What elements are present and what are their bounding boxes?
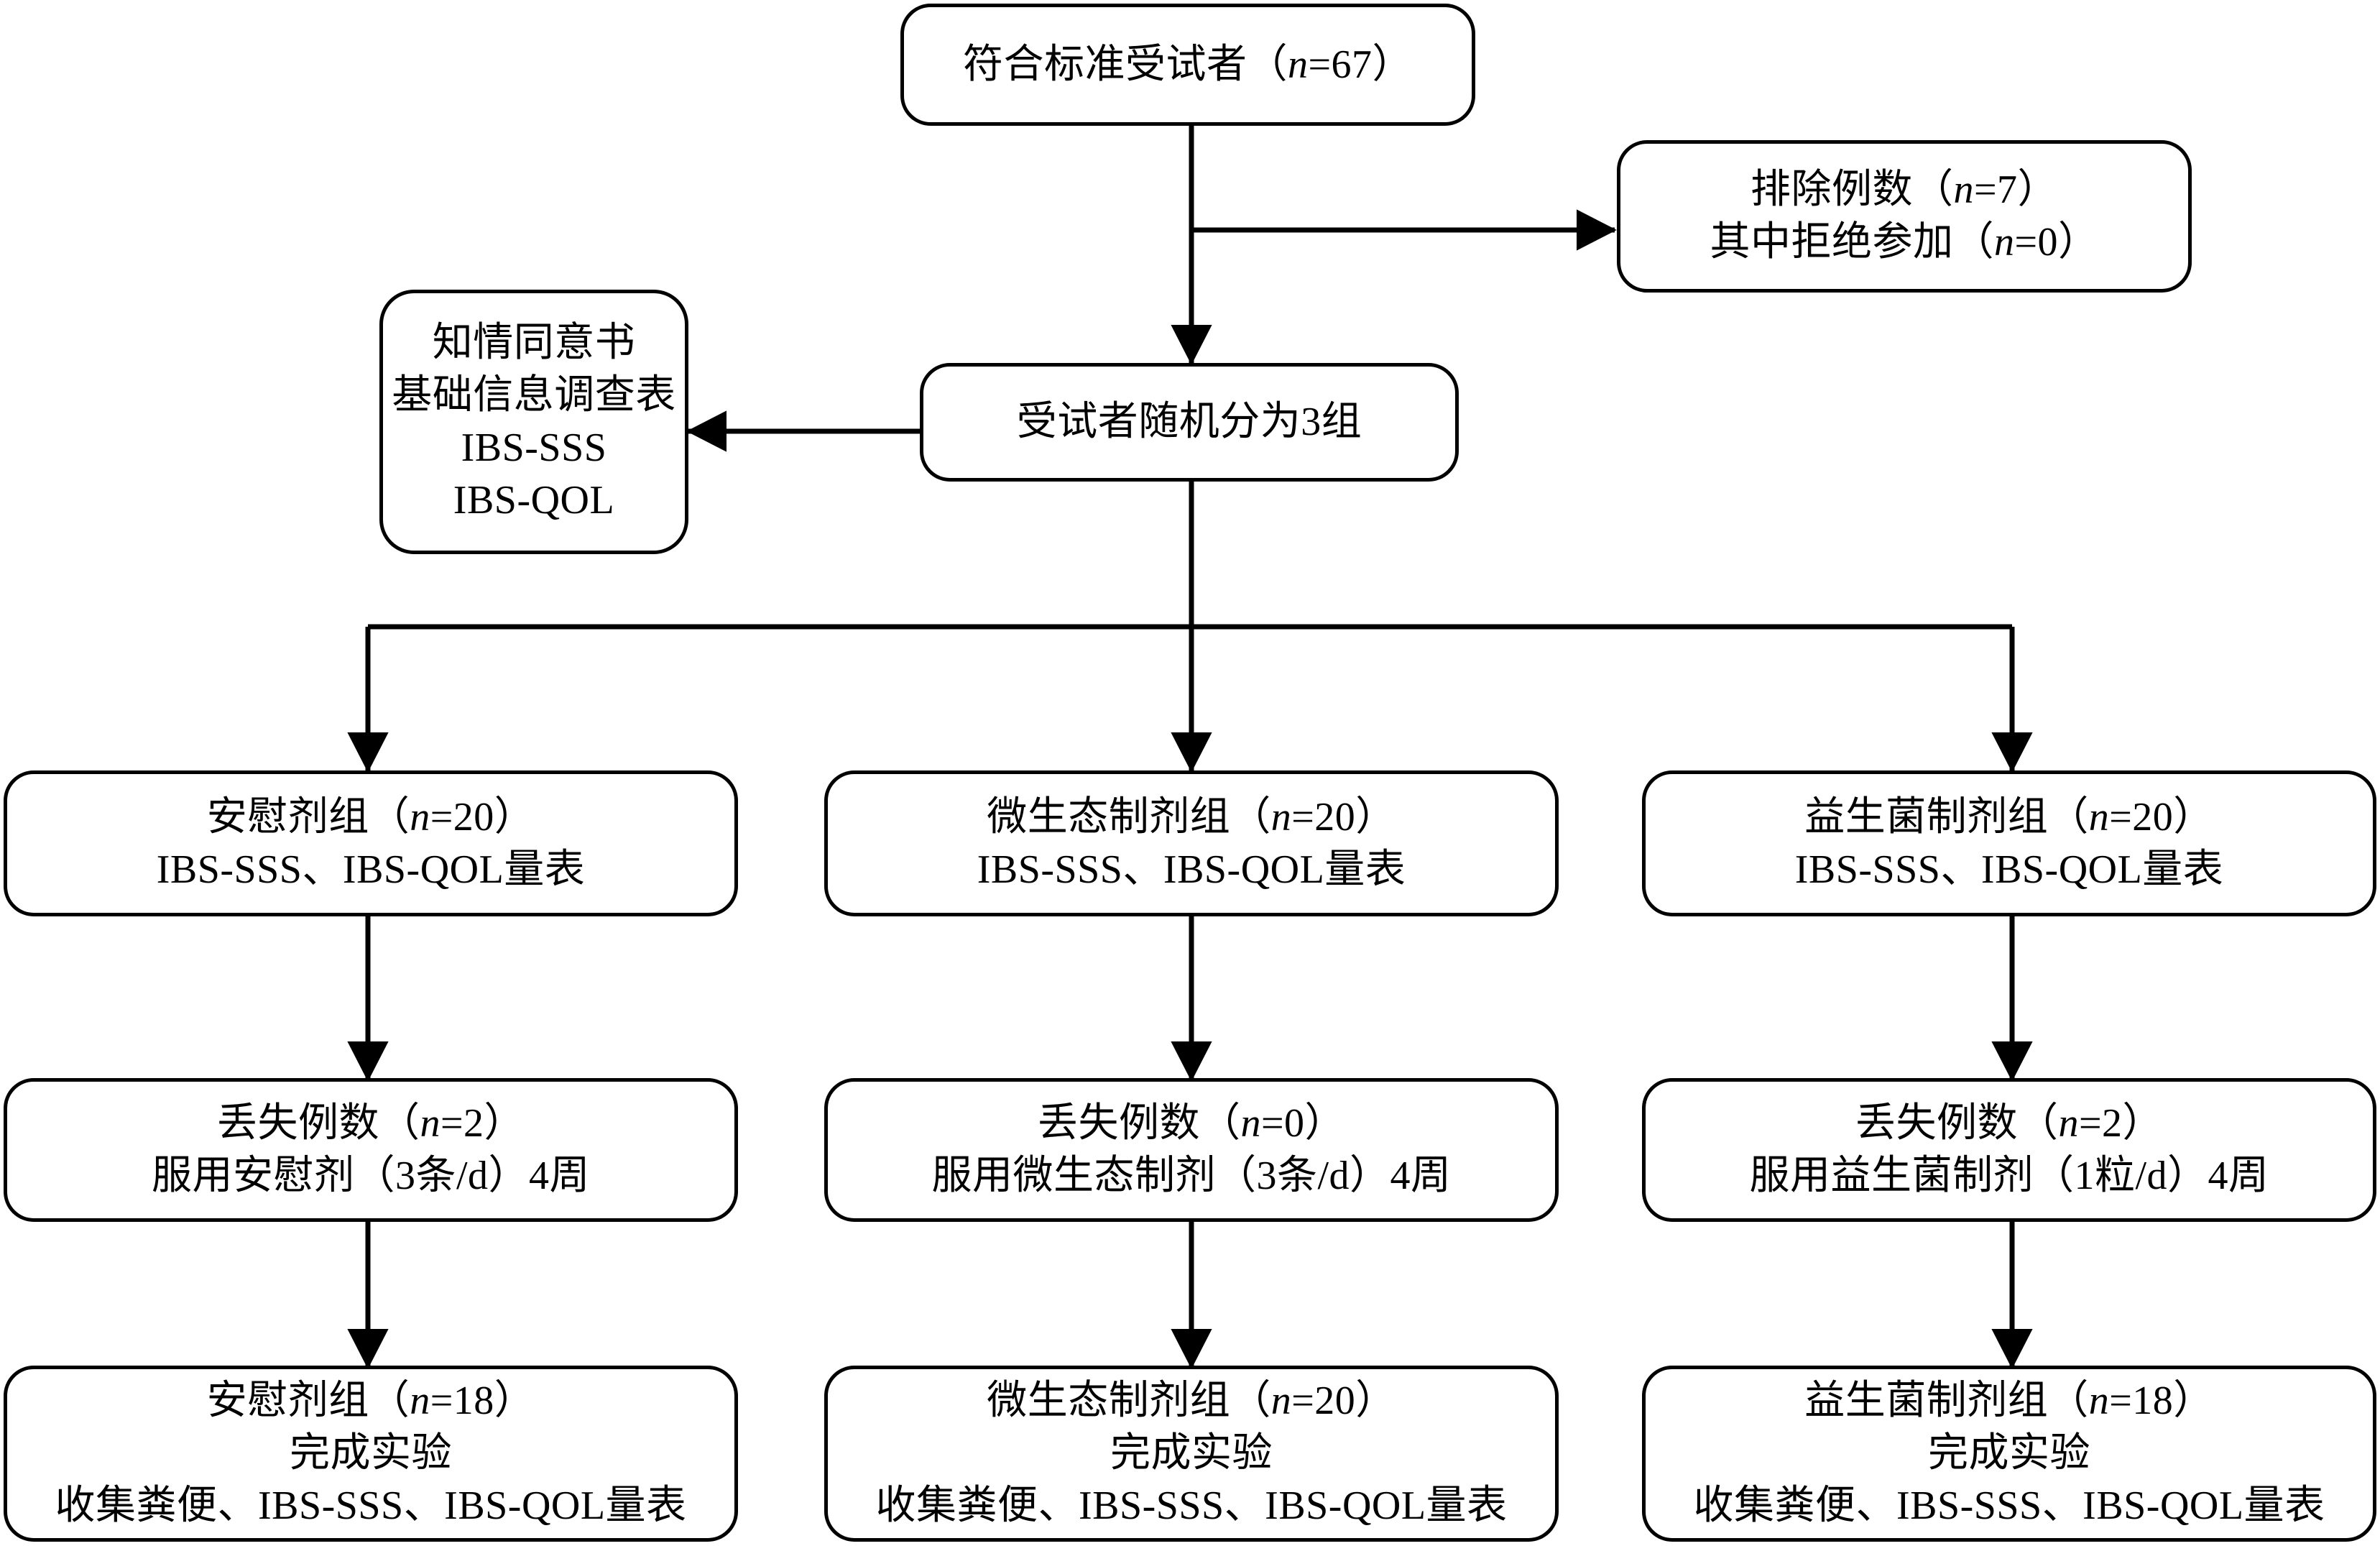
- node-line: 微生态制剂组（n=20） 完成实验收集粪便、IBS-SSS、IBS-QOL量表: [875, 1375, 1507, 1532]
- node-placebo-completion: 安慰剂组（n=18） 完成实验收集粪便、IBS-SSS、IBS-QOL量表: [4, 1366, 738, 1542]
- node-line: 受试者随机分为3组: [1017, 396, 1362, 448]
- text-line: 益生菌制剂组（n=18）: [1804, 1379, 2214, 1424]
- text-line: 基础信息调查表: [392, 373, 676, 418]
- text-line: 完成实验: [1110, 1431, 1273, 1476]
- text-line: 服用益生菌制剂（1粒/d）4周: [1749, 1154, 2269, 1198]
- node-line: 丢失例数（n=2） 服用安慰剂（3条/d）4周: [152, 1098, 590, 1202]
- text-line: 益生菌制剂组（n=20）: [1804, 794, 2214, 839]
- node-line: 安慰剂组（n=20） IBS-SSS、IBS-QOL量表: [157, 791, 586, 896]
- text-line: 排除例数（n=7）: [1750, 167, 2059, 213]
- text-line: 知情同意书: [432, 321, 636, 366]
- node-excluded-cases: 排除例数（n=7） 其中拒绝参加（n=0）: [1617, 140, 2192, 293]
- text-line: 受试者随机分为3组: [1016, 400, 1362, 445]
- node-line: 益生菌制剂组（n=20） IBS-SSS、IBS-QOL量表: [1795, 791, 2224, 896]
- text-line: 服用微生态制剂（3条/d）4周: [931, 1154, 1452, 1198]
- text-line: 符合标准受试者（n=67）: [962, 42, 1413, 87]
- text-line: 安慰剂组（n=18）: [206, 1379, 535, 1424]
- node-probiotic-allocation: 益生菌制剂组（n=20） IBS-SSS、IBS-QOL量表: [1642, 770, 2376, 916]
- node-baseline-assessments: 知情同意书基础信息调查表 IBS-SSS IBS-QOL: [379, 290, 688, 554]
- node-line: 微生态制剂组（n=20） IBS-SSS、IBS-QOL量表: [977, 791, 1406, 896]
- node-symbiotic-completion: 微生态制剂组（n=20） 完成实验收集粪便、IBS-SSS、IBS-QOL量表: [824, 1366, 1559, 1542]
- text-line: IBS-SSS、IBS-QOL量表: [977, 847, 1406, 892]
- node-line: 丢失例数（n=0） 服用微生态制剂（3条/d）4周: [931, 1098, 1451, 1202]
- stat-variable: n: [2088, 1379, 2110, 1424]
- text-line: IBS-SSS、IBS-QOL量表: [1794, 847, 2224, 892]
- text-line: 微生态制剂组（n=20）: [987, 794, 1396, 839]
- stat-variable: n: [410, 1379, 430, 1424]
- stat-variable: n: [1240, 1101, 1261, 1146]
- node-line: 益生菌制剂组（n=18） 完成实验收集粪便、IBS-SSS、IBS-QOL量表: [1693, 1375, 2325, 1532]
- stat-variable: n: [1953, 167, 1974, 213]
- stat-variable: n: [410, 794, 430, 839]
- stat-variable: n: [2088, 794, 2110, 839]
- text-line: 丢失例数（n=2）: [216, 1101, 525, 1146]
- node-symbiotic-followup: 丢失例数（n=0） 服用微生态制剂（3条/d）4周: [824, 1078, 1559, 1222]
- text-line: 完成实验: [289, 1431, 452, 1476]
- node-line: 符合标准受试者（n=67）: [963, 39, 1413, 91]
- text-line: 微生态制剂组（n=20）: [987, 1379, 1396, 1424]
- text-line: 安慰剂组（n=20）: [206, 794, 535, 839]
- node-placebo-allocation: 安慰剂组（n=20） IBS-SSS、IBS-QOL量表: [4, 770, 738, 916]
- text-line: 收集粪便、IBS-SSS、IBS-QOL量表: [55, 1483, 687, 1528]
- stat-variable: n: [1270, 1379, 1292, 1424]
- node-placebo-followup: 丢失例数（n=2） 服用安慰剂（3条/d）4周: [4, 1078, 738, 1222]
- text-line: 完成实验: [1927, 1431, 2090, 1476]
- stat-variable: n: [1270, 794, 1292, 839]
- stat-variable: n: [420, 1101, 441, 1146]
- text-line: 丢失例数（n=0）: [1037, 1101, 1346, 1146]
- node-probiotic-followup: 丢失例数（n=2） 服用益生菌制剂（1粒/d）4周: [1642, 1078, 2376, 1222]
- node-line: 排除例数（n=7） 其中拒绝参加（n=0）: [1710, 164, 2098, 269]
- stat-variable: n: [2058, 1101, 2079, 1146]
- text-line: 收集粪便、IBS-SSS、IBS-QOL量表: [875, 1483, 1508, 1528]
- text-line: 收集粪便、IBS-SSS、IBS-QOL量表: [1693, 1483, 2325, 1528]
- text-line: IBS-SSS、IBS-QOL量表: [156, 847, 586, 892]
- text-line: IBS-QOL: [453, 477, 615, 523]
- node-line: 丢失例数（n=2） 服用益生菌制剂（1粒/d）4周: [1749, 1098, 2269, 1202]
- stat-variable: n: [1287, 42, 1309, 87]
- text-line: IBS-SSS: [461, 425, 607, 470]
- node-eligible-subjects: 符合标准受试者（n=67）: [900, 4, 1475, 126]
- text-line: 其中拒绝参加（n=0）: [1710, 220, 2099, 264]
- stat-variable: n: [1993, 220, 2015, 264]
- node-probiotic-completion: 益生菌制剂组（n=18） 完成实验收集粪便、IBS-SSS、IBS-QOL量表: [1642, 1366, 2376, 1542]
- node-randomization: 受试者随机分为3组: [920, 363, 1459, 482]
- text-line: 丢失例数（n=2）: [1855, 1101, 2164, 1146]
- node-symbiotic-allocation: 微生态制剂组（n=20） IBS-SSS、IBS-QOL量表: [824, 770, 1559, 916]
- text-line: 服用安慰剂（3条/d）4周: [151, 1154, 591, 1198]
- node-line: 安慰剂组（n=18） 完成实验收集粪便、IBS-SSS、IBS-QOL量表: [55, 1375, 686, 1532]
- node-line: 知情同意书基础信息调查表 IBS-SSS IBS-QOL: [392, 317, 676, 526]
